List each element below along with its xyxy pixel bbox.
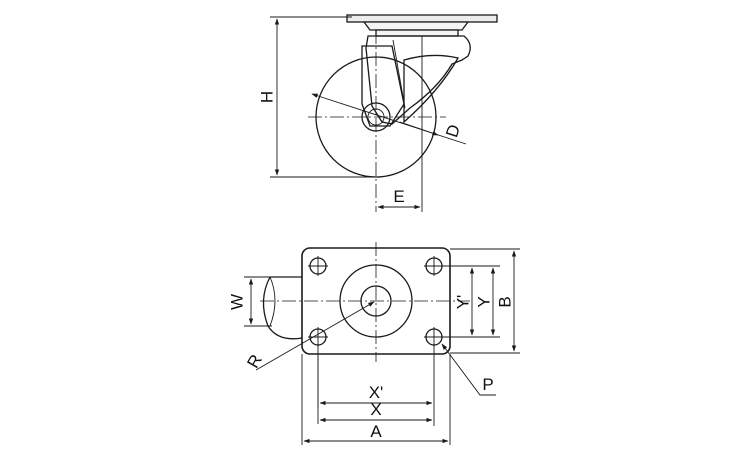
d-label: D [442, 122, 464, 140]
mounting-plate-side [346, 14, 498, 23]
a-label: A [370, 422, 382, 441]
w-label: W [227, 294, 246, 310]
top-view: W R P X' X A Y' Y B [227, 242, 520, 445]
x-label: X [370, 400, 381, 419]
y-label: Y [474, 296, 493, 307]
side-view: H D E [257, 14, 498, 212]
b-label: B [495, 296, 514, 307]
p-leader-line [441, 343, 496, 396]
yprime-label: Y' [453, 295, 472, 310]
wheel-projection-inner [269, 276, 276, 327]
r-label: R [243, 351, 266, 371]
d-arrow-end [399, 121, 439, 136]
bolt-hole-top-left [308, 256, 328, 276]
xprime-label: X' [369, 383, 384, 402]
wheel-projection [262, 276, 303, 340]
fork-leg [361, 45, 405, 127]
bolt-hole-top-right [424, 256, 444, 276]
p-label: P [482, 375, 493, 394]
e-label: E [393, 187, 404, 206]
swivel-bearing [362, 21, 470, 31]
fork-arm [403, 54, 459, 124]
r-leader-line [255, 301, 375, 371]
h-label: H [257, 91, 276, 103]
bolt-hole-bottom-right [424, 327, 444, 347]
bearing-ring [375, 29, 459, 37]
d-dimension-line [311, 93, 467, 145]
